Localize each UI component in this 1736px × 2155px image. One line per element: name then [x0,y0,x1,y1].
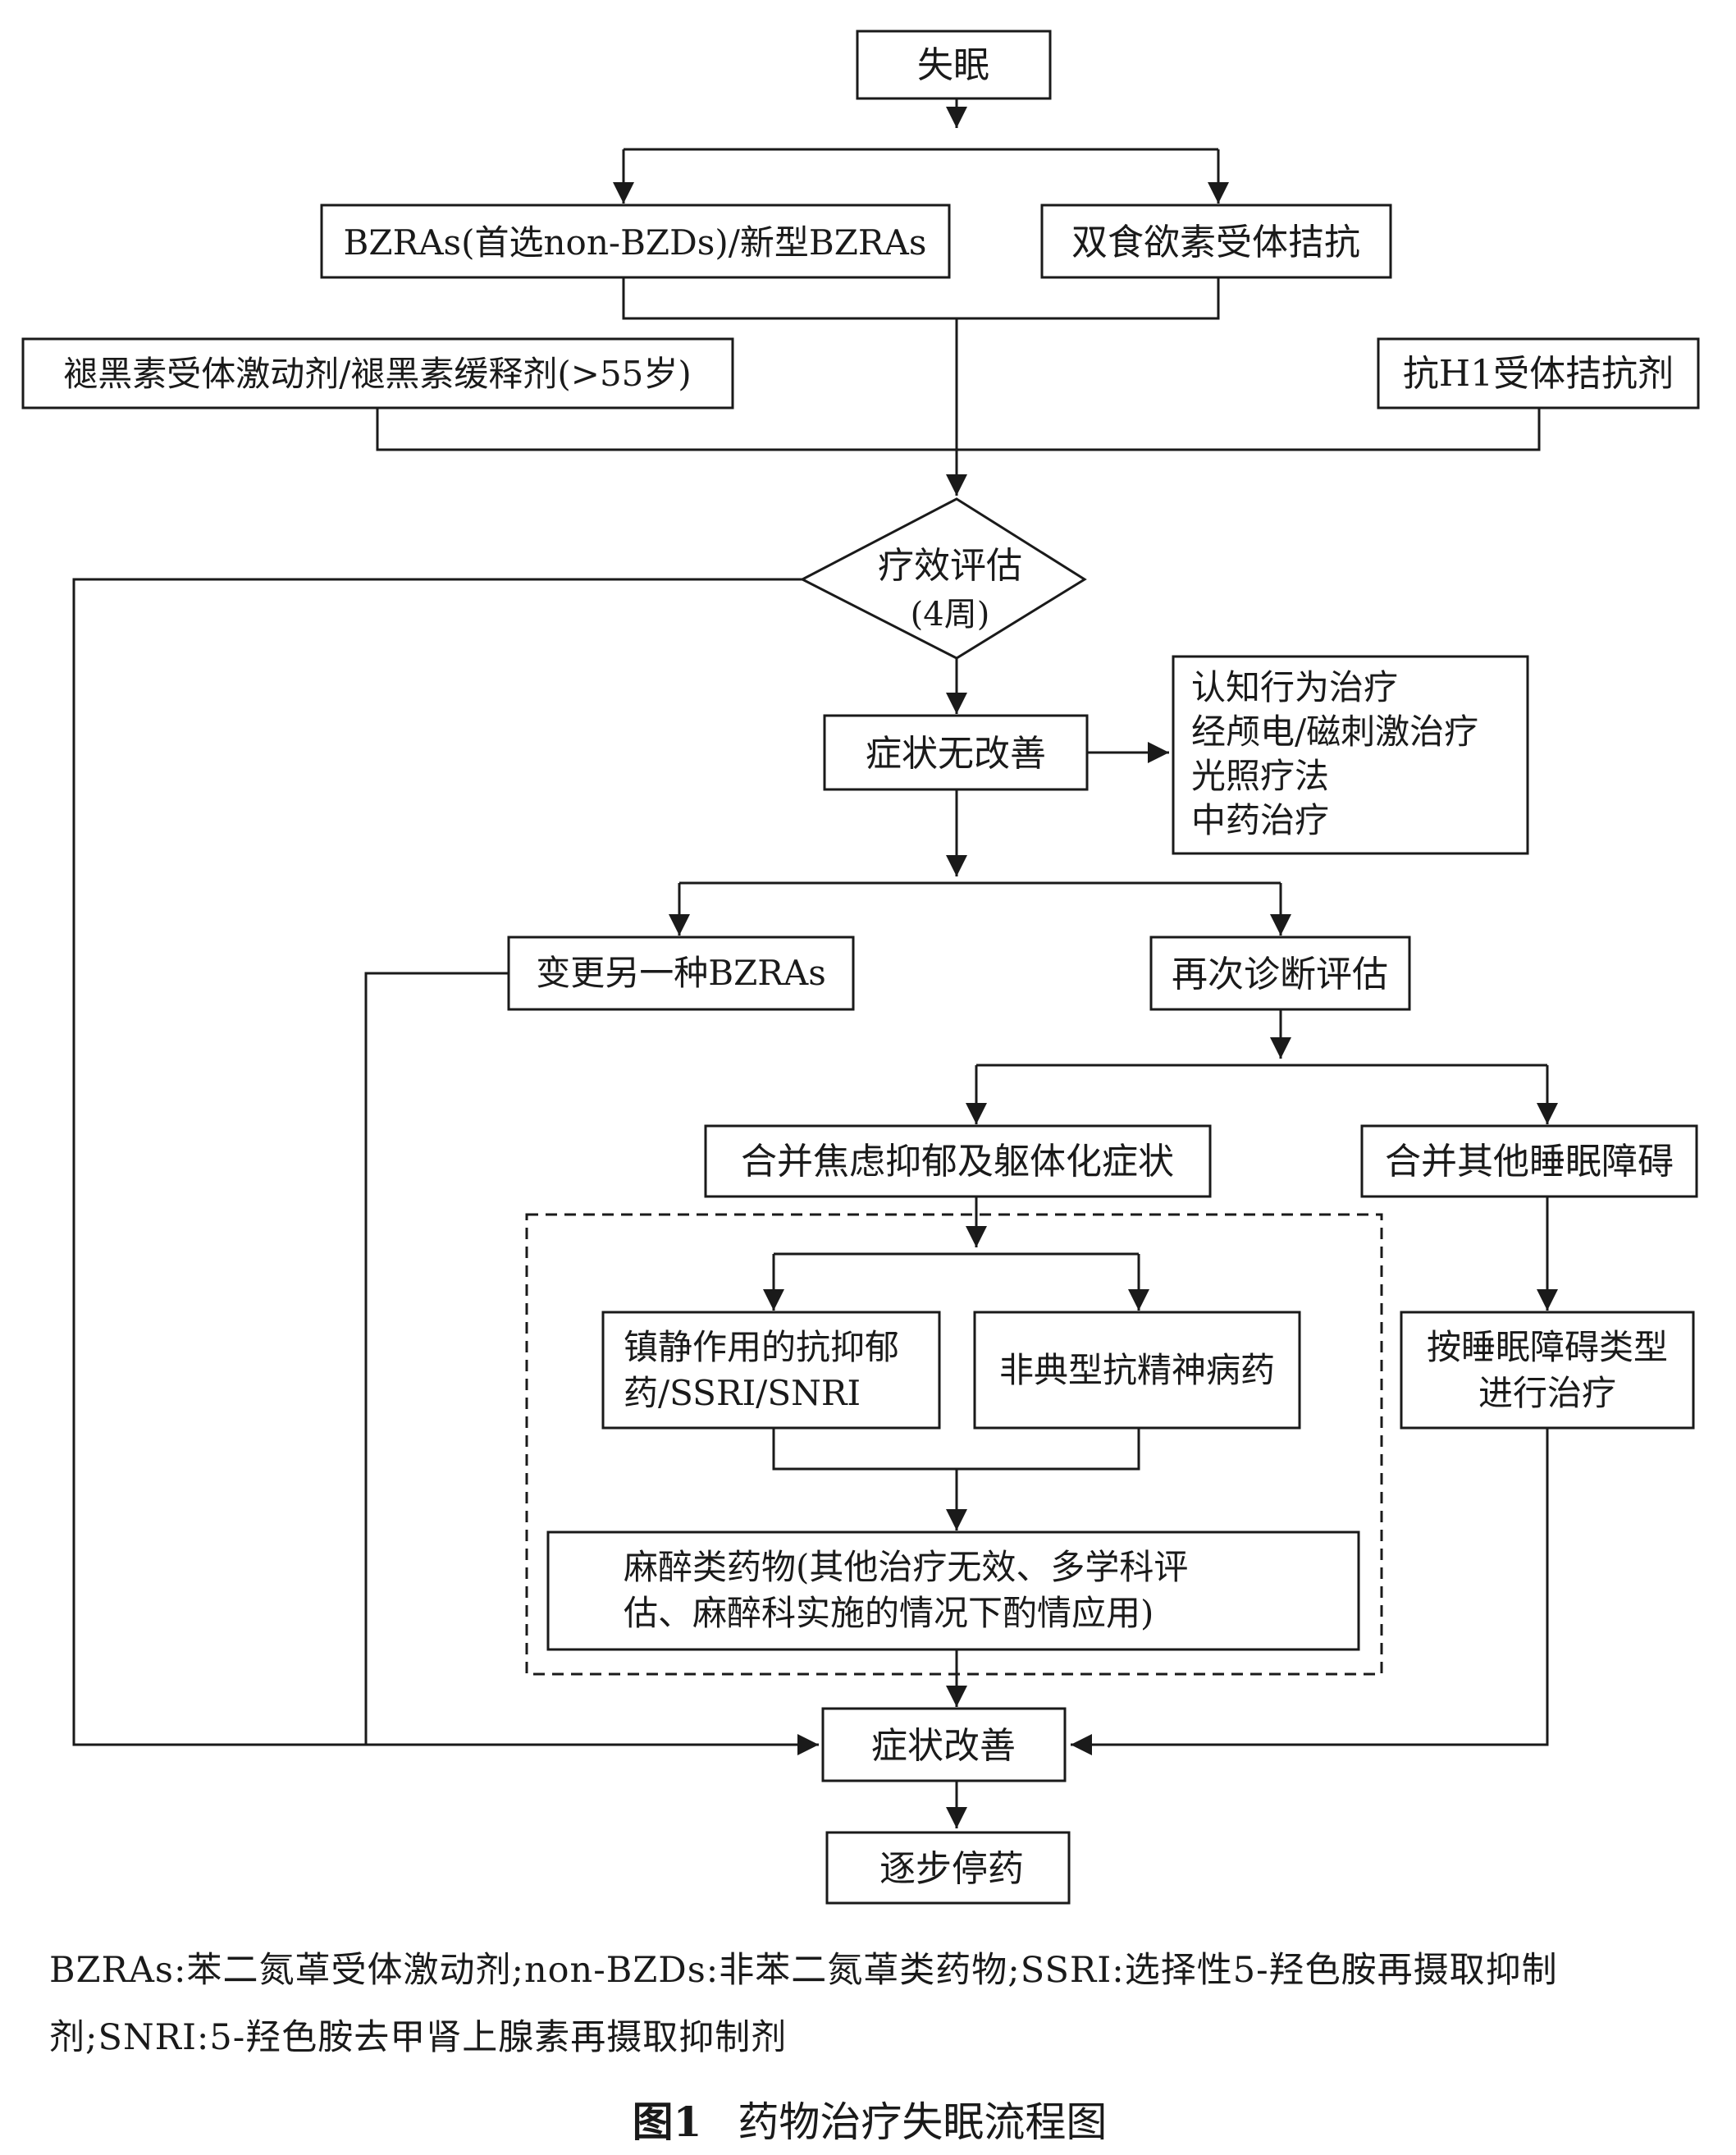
figure-title-line: 图1 药物治疗失眠流程图 [49,2089,1690,2148]
svg-text:认知行为治疗: 认知行为治疗 [1191,667,1398,707]
svg-text:症状无改善: 症状无改善 [866,733,1046,775]
figure-title: 药物治疗失眠流程图 [738,2098,1108,2146]
node-melatonin: 褪黑素受体激动剂/褪黑素缓释剂(>55岁) [21,337,734,409]
node-no-improvement: 症状无改善 [823,714,1089,791]
svg-text:双食欲素受体拮抗: 双食欲素受体拮抗 [1071,222,1360,263]
svg-text:BZRAs(首选non-BZDs)/新型BZRAs: BZRAs(首选non-BZDs)/新型BZRAs [344,222,927,263]
node-treat-by-type: 按睡眠障碍类型 进行治疗 [1400,1311,1695,1430]
svg-text:药/SSRI/SNRI: 药/SSRI/SNRI [624,1373,861,1413]
abbreviation-legend: BZRAs:苯二氮䓬受体激动剂;non-BZDs:非苯二氮䓬类药物;SSRI:选… [49,1950,1558,2058]
node-sedative-antidepressants: 镇静作用的抗抑郁 药/SSRI/SNRI [601,1311,941,1430]
node-atypical-antipsychotics: 非典型抗精神病药 [973,1311,1301,1430]
node-change-bzras: 变更另一种BZRAs [507,936,855,1011]
svg-text:再次诊断评估: 再次诊断评估 [1172,954,1388,995]
svg-text:麻醉类药物(其他治疗无效、多学科评: 麻醉类药物(其他治疗无效、多学科评 [624,1547,1188,1587]
svg-text:抗H1受体拮抗剂: 抗H1受体拮抗剂 [1403,353,1674,395]
flowchart: 失眠 BZRAs(首选non-BZDs)/新型BZRAs 双食欲素受体拮抗 褪黑… [21,30,1700,1905]
svg-text:经颅电/磁刺激治疗: 经颅电/磁刺激治疗 [1191,711,1478,752]
node-orexin-antagonist: 双食欲素受体拮抗 [1040,204,1392,279]
node-anesthetic-drugs: 麻醉类药物(其他治疗无效、多学科评 估、麻醉科实施的情况下酌情应用) [546,1530,1360,1651]
figure-caption: BZRAs:苯二氮䓬受体激动剂;non-BZDs:非苯二氮䓬类药物;SSRI:选… [49,1937,1690,2148]
svg-text:合并焦虑抑郁及躯体化症状: 合并焦虑抑郁及躯体化症状 [741,1141,1174,1183]
svg-text:中药治疗: 中药治疗 [1191,800,1329,840]
node-non-drug-therapies: 认知行为治疗 经颅电/磁刺激治疗 光照疗法 中药治疗 [1172,655,1529,855]
node-h1-antagonist: 抗H1受体拮抗剂 [1377,337,1700,409]
svg-text:疗效评估: 疗效评估 [878,545,1022,587]
svg-text:镇静作用的抗抑郁: 镇静作用的抗抑郁 [624,1327,899,1367]
node-other-sleep-disorders: 合并其他睡眠障碍 [1360,1124,1698,1198]
svg-text:按睡眠障碍类型: 按睡眠障碍类型 [1427,1327,1668,1367]
svg-text:逐步停药: 逐步停药 [879,1848,1024,1890]
svg-text:褪黑素受体激动剂/褪黑素缓释剂(>55岁): 褪黑素受体激动剂/褪黑素缓释剂(>55岁) [63,354,692,394]
node-rediagnosis: 再次诊断评估 [1149,936,1411,1011]
svg-text:合并其他睡眠障碍: 合并其他睡眠障碍 [1385,1141,1674,1183]
figure-label: 图1 [632,2098,702,2146]
node-anxiety-depression: 合并焦虑抑郁及躯体化症状 [704,1124,1212,1198]
svg-text:进行治疗: 进行治疗 [1478,1373,1616,1413]
svg-text:变更另一种BZRAs: 变更另一种BZRAs [536,953,826,993]
combination-therapy-group [525,1213,1383,1676]
node-efficacy-evaluation: 疗效评估 (4周) [799,497,1087,660]
node-bzras: BZRAs(首选non-BZDs)/新型BZRAs [320,204,951,279]
node-taper-off: 逐步停药 [825,1831,1071,1905]
svg-text:(4周): (4周) [911,596,990,634]
svg-text:失眠: 失眠 [917,44,989,86]
node-insomnia: 失眠 [856,30,1052,100]
svg-text:光照疗法: 光照疗法 [1191,756,1329,796]
svg-text:症状改善: 症状改善 [871,1725,1016,1767]
node-symptoms-improved: 症状改善 [821,1707,1067,1782]
svg-text:非典型抗精神病药: 非典型抗精神病药 [999,1350,1275,1390]
connectors [72,98,1558,1828]
svg-text:估、麻醉科实施的情况下酌情应用): 估、麻醉科实施的情况下酌情应用) [624,1593,1154,1633]
